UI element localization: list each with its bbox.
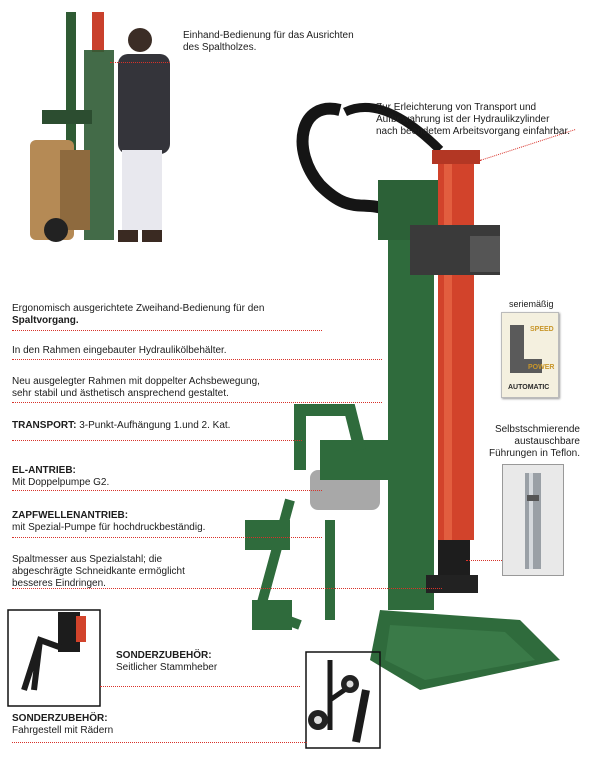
leader-transport <box>12 440 302 441</box>
log-splitter <box>245 102 560 690</box>
callout-acc-lifter-title: SONDERZUBEHÖR: <box>116 650 212 661</box>
speed-power-badge: SPEED POWER AUTOMATIC <box>501 312 559 398</box>
callout-blade-line2: abgeschrägte Schneidkante ermöglicht <box>12 566 185 577</box>
callout-transport-storage-line1: Zur Erleichterung von Transport und <box>376 102 537 113</box>
callout-one-hand-line1: Einhand-Bedienung für das Ausrichten <box>183 30 354 41</box>
leader-frame <box>12 402 382 403</box>
callout-transport-storage-line2: Aufbewahrung ist der Hydraulikzylinder <box>376 114 550 125</box>
callout-two-hand-line2: Spaltvorgang. <box>12 315 79 326</box>
callout-el-drive-text: Mit Doppelpumpe G2. <box>12 477 110 488</box>
leader-teflon <box>466 560 502 561</box>
callout-pto-drive-title: ZAPFWELLENANTRIEB: <box>12 510 129 521</box>
callout-teflon-line3: Führungen in Teflon. <box>489 448 580 459</box>
leader-one-hand <box>110 62 170 63</box>
leader-acc-lifter <box>100 686 300 687</box>
callout-el-drive-title: EL-ANTRIEB: <box>12 465 76 476</box>
badge-automatic: AUTOMATIC <box>508 384 549 391</box>
leader-pto-drive <box>12 537 322 538</box>
callout-transport-text: 3-Punkt-Aufhängung 1.und 2. Kat. <box>79 420 231 431</box>
callout-teflon: Selbstschmierende austauschbare Führunge… <box>480 424 580 460</box>
leader-acc-wheels <box>12 742 307 743</box>
wheel-set-photo <box>305 651 381 749</box>
leader-blade <box>12 588 442 589</box>
operator-photo <box>30 12 170 242</box>
callout-acc-wheels-text: Fahrgestell mit Rädern <box>12 725 114 736</box>
callout-teflon-line2: austauschbare <box>514 436 580 447</box>
callout-pto-drive-text: mit Spezial-Pumpe für hochdruckbeständig… <box>12 522 206 533</box>
callout-one-hand-line2: des Spaltholzes. <box>183 42 257 53</box>
callout-two-hand-line1: Ergonomisch ausgerichtete Zweihand-Bedie… <box>12 303 265 314</box>
standard-label: seriemäßig <box>509 299 554 309</box>
callout-transport-title: TRANSPORT: <box>12 420 77 431</box>
callout-transport: TRANSPORT: 3-Punkt-Aufhängung 1.und 2. K… <box>12 420 230 432</box>
callout-blade: Spaltmesser aus Spezialstahl; die abgesc… <box>12 554 185 590</box>
leader-oil-tank <box>12 359 382 360</box>
leader-two-hand <box>12 330 322 331</box>
teflon-guide-photo <box>502 464 564 576</box>
callout-frame: Neu ausgelegter Rahmen mit doppelter Ach… <box>12 376 260 400</box>
speed-power-logo-icon: SPEED POWER AUTOMATIC <box>508 325 554 391</box>
callout-acc-lifter: SONDERZUBEHÖR: Seitlicher Stammheber <box>116 650 217 674</box>
callout-el-drive: EL-ANTRIEB: Mit Doppelpumpe G2. <box>12 465 109 489</box>
callout-oil-tank: In den Rahmen eingebauter Hydraulikölbeh… <box>12 345 227 356</box>
badge-power: POWER <box>528 364 554 371</box>
callout-acc-wheels: SONDERZUBEHÖR: Fahrgestell mit Rädern <box>12 713 113 737</box>
callout-frame-line1: Neu ausgelegter Rahmen mit doppelter Ach… <box>12 376 260 387</box>
callout-pto-drive: ZAPFWELLENANTRIEB: mit Spezial-Pumpe für… <box>12 510 205 534</box>
callout-acc-lifter-text: Seitlicher Stammheber <box>116 662 218 673</box>
callout-blade-line3: besseres Eindringen. <box>12 578 106 589</box>
badge-speed: SPEED <box>530 326 554 333</box>
callout-one-hand: Einhand-Bedienung für das Ausrichten des… <box>183 30 354 54</box>
callout-transport-storage-line3: nach beendetem Arbeitsvorgang einfahrbar… <box>376 126 571 137</box>
callout-two-hand: Ergonomisch ausgerichtete Zweihand-Bedie… <box>12 303 264 327</box>
log-lifter-photo <box>7 609 101 707</box>
callout-frame-line2: sehr stabil und ästhetisch ansprechend g… <box>12 388 229 399</box>
callout-transport-storage: Zur Erleichterung von Transport und Aufb… <box>376 102 570 138</box>
callout-acc-wheels-title: SONDERZUBEHÖR: <box>12 713 108 724</box>
leader-el-drive <box>12 490 322 491</box>
callout-blade-line1: Spaltmesser aus Spezialstahl; die <box>12 554 163 565</box>
teflon-guide-icon <box>525 473 541 569</box>
callout-teflon-line1: Selbstschmierende <box>494 424 580 435</box>
